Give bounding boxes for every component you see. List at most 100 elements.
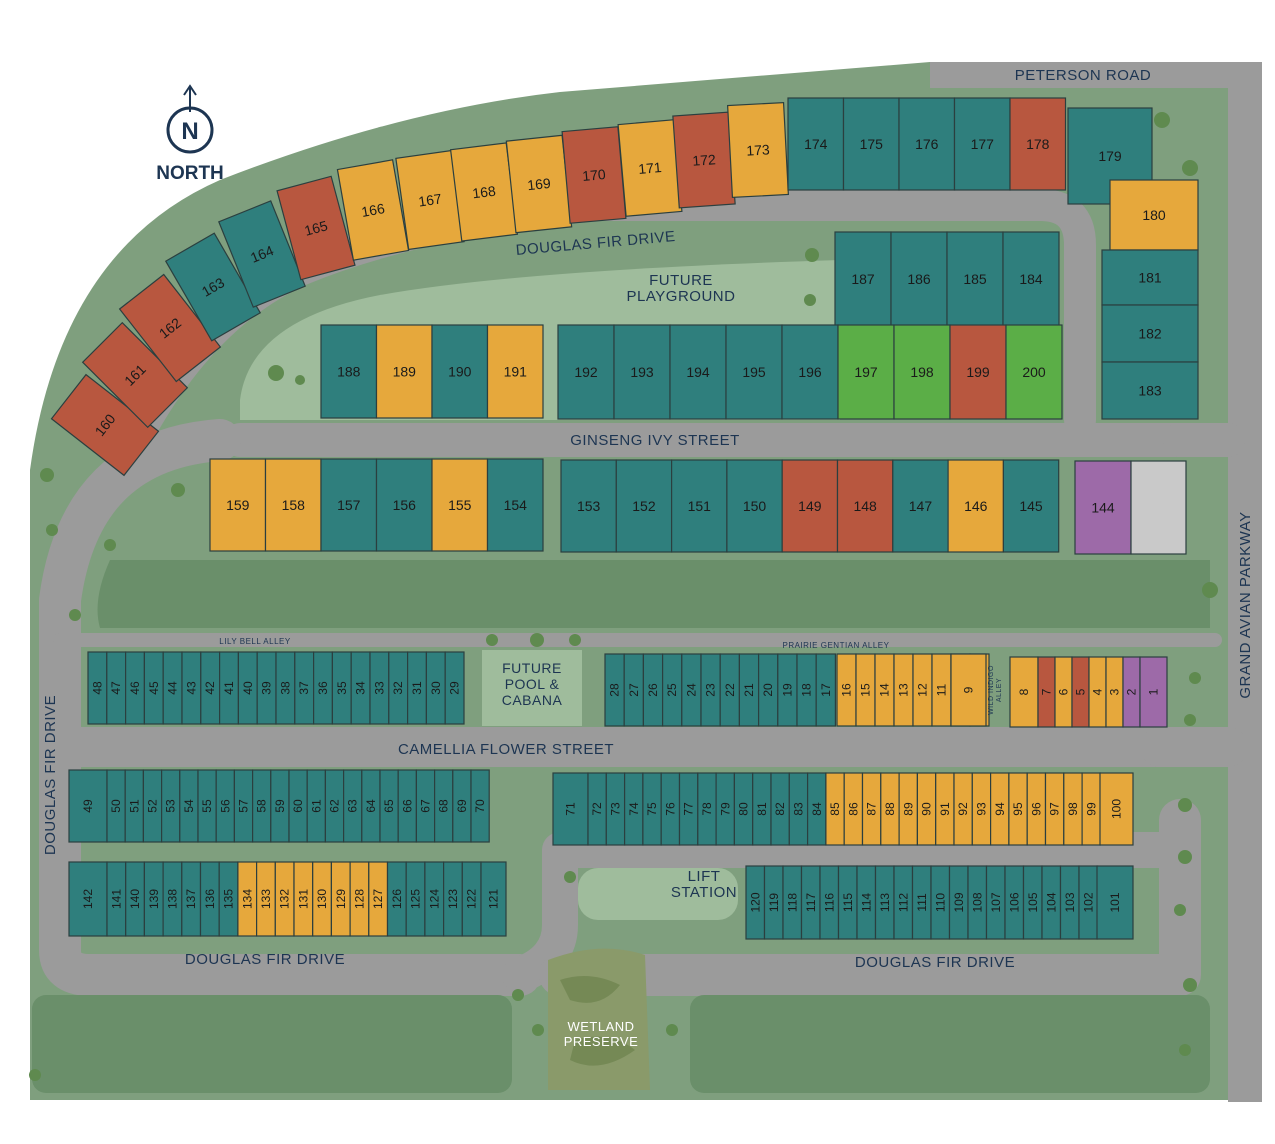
lot-192-shape[interactable] (557, 324, 615, 420)
lot-173[interactable]: 173 (727, 101, 789, 199)
lot-76[interactable]: 76 (660, 772, 681, 846)
lot-195-shape[interactable] (725, 324, 783, 420)
lot-79[interactable]: 79 (715, 772, 735, 846)
lot-59[interactable]: 59 (270, 769, 290, 843)
lot-33[interactable]: 33 (369, 651, 390, 725)
lot-200[interactable]: 200 (1005, 324, 1063, 420)
lot-9-shape[interactable] (950, 653, 987, 727)
lot-106[interactable]: 106 (1004, 865, 1025, 940)
lot-117[interactable]: 117 (800, 865, 821, 940)
lot-148[interactable]: 148 (836, 459, 894, 553)
lot-5[interactable]: 5 (1071, 656, 1090, 728)
lot-7[interactable]: 7 (1037, 656, 1056, 728)
lot-85[interactable]: 85 (825, 772, 845, 846)
lot-6[interactable]: 6 (1054, 656, 1073, 728)
lot-185[interactable]: 185 (946, 231, 1004, 327)
lot-91[interactable]: 91 (935, 772, 955, 846)
lot-60[interactable]: 60 (288, 769, 308, 843)
lot-161-shape[interactable] (81, 321, 189, 429)
lot-61[interactable]: 61 (306, 769, 327, 843)
lot-24[interactable]: 24 (681, 653, 702, 727)
lot-175[interactable]: 175 (842, 97, 900, 191)
lot-150[interactable]: 150 (726, 459, 783, 553)
lot-190[interactable]: 190 (431, 324, 489, 419)
lot-121[interactable]: 121 (480, 861, 507, 937)
lot-41[interactable]: 41 (219, 651, 240, 725)
lot-113[interactable]: 113 (874, 865, 895, 940)
lot-122[interactable]: 122 (461, 861, 482, 937)
lot-189-shape[interactable] (375, 324, 433, 419)
lot-16[interactable]: 16 (836, 653, 857, 727)
lot-148-shape[interactable] (836, 459, 894, 553)
lot-162-shape[interactable] (118, 273, 222, 383)
lot-56[interactable]: 56 (215, 769, 235, 843)
lot-184[interactable]: 184 (1002, 231, 1060, 327)
lot-51[interactable]: 51 (124, 769, 144, 843)
lot-196[interactable]: 196 (781, 324, 839, 420)
lot-31[interactable]: 31 (407, 651, 428, 725)
lot-178-shape[interactable] (1009, 97, 1067, 191)
lot-176-shape[interactable] (898, 97, 956, 191)
lot-47[interactable]: 47 (106, 651, 127, 725)
lot-197[interactable]: 197 (837, 324, 895, 420)
lot-35[interactable]: 35 (331, 651, 352, 725)
lot-12[interactable]: 12 (912, 653, 933, 727)
lot-156-shape[interactable] (375, 458, 433, 552)
lot-137[interactable]: 137 (181, 861, 202, 937)
lot-80[interactable]: 80 (733, 772, 754, 846)
lot-100-shape[interactable] (1099, 772, 1134, 846)
lot-34[interactable]: 34 (350, 651, 371, 725)
lot-90[interactable]: 90 (916, 772, 937, 846)
lot-67[interactable]: 67 (415, 769, 436, 843)
lot-131[interactable]: 131 (293, 861, 314, 937)
lot-170[interactable]: 170 (561, 126, 627, 224)
lot-129[interactable]: 129 (330, 861, 351, 937)
lot-48[interactable]: 48 (87, 651, 108, 725)
lot-42[interactable]: 42 (200, 651, 221, 725)
lot-71[interactable]: 71 (552, 772, 589, 846)
lot-118[interactable]: 118 (782, 865, 803, 940)
lot-162[interactable]: 162 (118, 273, 222, 383)
lot-159[interactable]: 159 (209, 458, 267, 552)
lot-17[interactable]: 17 (815, 653, 837, 727)
lot-68[interactable]: 68 (434, 769, 454, 843)
lot-92[interactable]: 92 (953, 772, 973, 846)
lot-195[interactable]: 195 (725, 324, 783, 420)
lot-160-shape[interactable] (50, 373, 160, 477)
lot-157-shape[interactable] (320, 458, 378, 552)
lot-70-shape[interactable] (470, 769, 490, 843)
lot-65[interactable]: 65 (379, 769, 399, 843)
lot-147-shape[interactable] (892, 459, 949, 553)
lot-187-shape[interactable] (834, 231, 892, 327)
lot-123[interactable]: 123 (443, 861, 463, 937)
lot-146-shape[interactable] (947, 459, 1004, 553)
lot-182-shape[interactable] (1101, 304, 1199, 363)
lot-3[interactable]: 3 (1105, 656, 1124, 728)
lot-54[interactable]: 54 (179, 769, 199, 843)
lot-159-shape[interactable] (209, 458, 267, 552)
lot-unreleased-shape[interactable] (1130, 460, 1187, 555)
lot-44[interactable]: 44 (162, 651, 183, 725)
lot-128[interactable]: 128 (349, 861, 370, 937)
lot-120[interactable]: 120 (745, 865, 766, 940)
lot-37[interactable]: 37 (294, 651, 315, 725)
lot-63[interactable]: 63 (343, 769, 363, 843)
lot-46[interactable]: 46 (124, 651, 145, 725)
lot-82[interactable]: 82 (770, 772, 790, 846)
lot-163-shape[interactable] (164, 232, 262, 342)
lot-9[interactable]: 9 (950, 653, 987, 727)
lot-101[interactable]: 101 (1096, 865, 1134, 940)
lot-58[interactable]: 58 (252, 769, 272, 843)
lot-104[interactable]: 104 (1041, 865, 1062, 940)
lot-116[interactable]: 116 (819, 865, 840, 940)
lot-133[interactable]: 133 (256, 861, 276, 937)
lot-2[interactable]: 2 (1122, 656, 1141, 728)
lot-180[interactable]: 180 (1109, 179, 1199, 251)
lot-142[interactable]: 142 (68, 861, 108, 937)
lot-18[interactable]: 18 (796, 653, 817, 727)
lot-160[interactable]: 160 (50, 373, 160, 477)
lot-166-shape[interactable] (336, 159, 410, 261)
lot-165[interactable]: 165 (276, 175, 356, 281)
lot-144[interactable]: 144 (1074, 460, 1132, 555)
lot-197-shape[interactable] (837, 324, 895, 420)
